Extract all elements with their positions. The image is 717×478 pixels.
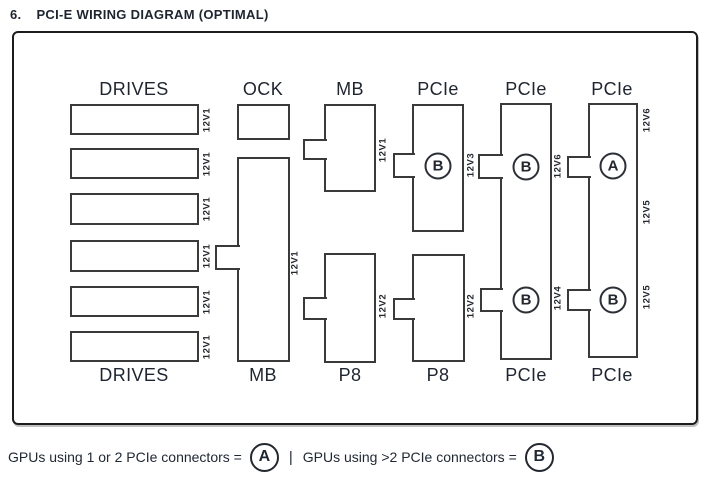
bottom-label-p8-2: P8 bbox=[338, 365, 362, 385]
cable-label-12v1-0: 12V1 bbox=[201, 107, 213, 133]
tab-pcie-2-top-connector bbox=[478, 154, 503, 179]
bottom-label-pcie-5: PCIe bbox=[591, 365, 633, 385]
box-mb-top bbox=[324, 104, 376, 192]
box-drives-3 bbox=[70, 193, 199, 225]
tab-p8-right-connector bbox=[393, 298, 415, 320]
legend-separator: | bbox=[288, 448, 293, 466]
cable-label-12v1-5: 12V1 bbox=[201, 334, 213, 360]
cable-label-12v5-14: 12V5 bbox=[641, 199, 653, 225]
bottom-label-mb-1: MB bbox=[249, 365, 277, 385]
cable-label-12v1-7: 12V1 bbox=[377, 137, 389, 163]
gpu-marker-b-2-icon: B bbox=[512, 286, 540, 314]
box-p8-left bbox=[324, 253, 376, 363]
column-header-pcie-3: PCIe bbox=[417, 79, 459, 99]
box-drives-4 bbox=[70, 240, 199, 272]
box-drives-6 bbox=[70, 331, 199, 362]
cable-label-12v1-4: 12V1 bbox=[201, 289, 213, 315]
gpu-marker-b-1-icon: B bbox=[512, 153, 540, 181]
cable-label-12v2-10: 12V2 bbox=[465, 293, 477, 319]
box-p8-right bbox=[412, 254, 465, 362]
cable-label-12v5-15: 12V5 bbox=[641, 284, 653, 310]
column-header-ock-1: OCK bbox=[242, 79, 284, 99]
cable-label-12v2-8: 12V2 bbox=[377, 293, 389, 319]
gpu-marker-a-3-icon: A bbox=[599, 152, 627, 180]
box-pcie-3 bbox=[588, 103, 638, 358]
legend-text-a: GPUs using 1 or 2 PCIe connectors = bbox=[8, 449, 242, 465]
cable-label-12v1-2: 12V1 bbox=[201, 196, 213, 222]
box-drives-5 bbox=[70, 286, 199, 317]
cable-label-12v1-6: 12V1 bbox=[289, 250, 301, 276]
section-number: 6. bbox=[10, 7, 22, 22]
circle-a-marker-icon: A bbox=[249, 442, 279, 472]
tab-pcie-3-top-connector bbox=[567, 156, 591, 178]
cable-label-12v4-12: 12V4 bbox=[552, 285, 564, 311]
box-drives-1 bbox=[70, 104, 199, 135]
column-header-drives-0: DRIVES bbox=[99, 79, 169, 99]
cable-label-12v1-1: 12V1 bbox=[201, 151, 213, 177]
bottom-label-pcie-4: PCIe bbox=[505, 365, 547, 385]
section-heading: PCI-E WIRING DIAGRAM (OPTIMAL) bbox=[36, 7, 269, 22]
column-header-pcie-4: PCIe bbox=[505, 79, 547, 99]
box-ock bbox=[237, 104, 290, 140]
tab-pcie-2-bot-connector bbox=[480, 288, 503, 312]
box-drives-2 bbox=[70, 148, 199, 179]
cable-label-12v3-9: 12V3 bbox=[465, 152, 477, 178]
gpu-marker-b-4-icon: B bbox=[599, 286, 627, 314]
diagram-frame bbox=[12, 31, 698, 425]
cable-label-12v6-13: 12V6 bbox=[641, 107, 653, 133]
column-header-mb-2: MB bbox=[336, 79, 364, 99]
tab-p8-left-connector bbox=[303, 297, 327, 320]
bottom-label-drives-0: DRIVES bbox=[99, 365, 169, 385]
cable-label-12v6-11: 12V6 bbox=[552, 153, 564, 179]
column-header-pcie-5: PCIe bbox=[591, 79, 633, 99]
gpu-marker-b-0-icon: B bbox=[424, 152, 452, 180]
tab-pcie-1-connector bbox=[393, 153, 415, 178]
cable-label-12v1-3: 12V1 bbox=[201, 243, 213, 269]
tab-mb-top-connector bbox=[303, 139, 327, 160]
section-title: 6. PCI-E WIRING DIAGRAM (OPTIMAL) bbox=[10, 7, 269, 22]
tab-mb-tall-connector bbox=[215, 245, 240, 270]
tab-pcie-3-bot-connector bbox=[567, 289, 591, 311]
legend-text-b: GPUs using >2 PCIe connectors = bbox=[302, 449, 517, 465]
box-pcie-2 bbox=[500, 103, 552, 360]
legend: GPUs using 1 or 2 PCIe connectors = A | … bbox=[8, 442, 554, 472]
bottom-label-p8-3: P8 bbox=[426, 365, 450, 385]
box-mb-tall bbox=[237, 157, 290, 362]
circle-b-marker-icon: B bbox=[524, 442, 554, 472]
